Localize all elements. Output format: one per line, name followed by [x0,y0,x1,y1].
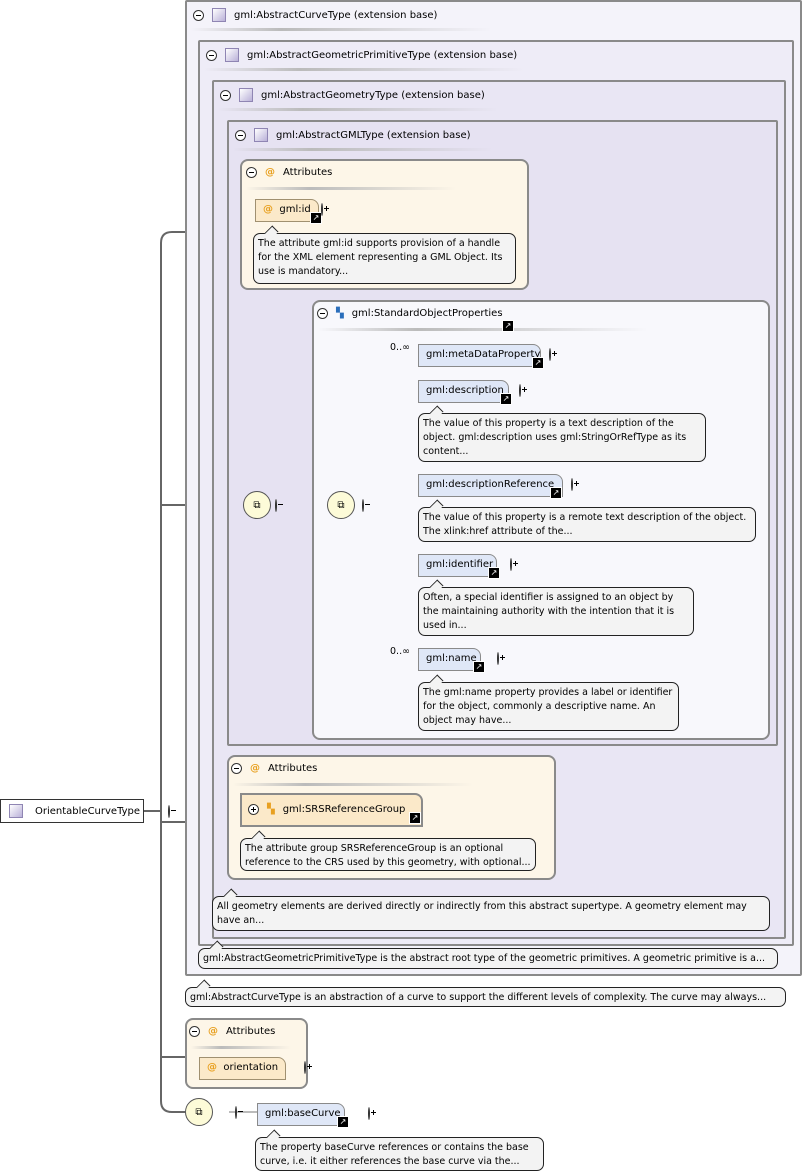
attribute-icon: @ [250,763,260,774]
link-icon[interactable]: ↗ [473,661,485,673]
doc-tooltip: gml:AbstractCurveType is an abstraction … [185,987,786,1007]
complex-type-icon [212,8,226,22]
attributes-title: Attributes [268,763,318,774]
link-icon[interactable]: ↗ [502,320,514,332]
doc-tooltip: The property baseCurve references or con… [255,1137,544,1171]
group-label: gml:StandardObjectProperties [351,308,503,319]
base-label: gml:AbstractGMLType (extension base) [276,129,471,141]
doc-tooltip: Often, a special identifier is assigned … [418,587,694,636]
collapse-icon[interactable] [317,308,328,319]
link-icon[interactable]: ↗ [310,212,322,224]
group-icon: ▚ [336,308,344,319]
expand-icon[interactable] [549,348,551,361]
link-icon[interactable]: ↗ [488,567,500,579]
link-icon[interactable]: ↗ [500,393,512,405]
collapse-icon[interactable] [220,89,231,101]
doc-tooltip: All geometry elements are derived direct… [212,896,770,931]
cardinality: 0..∞ [390,342,410,353]
expand-icon[interactable] [368,1107,370,1120]
expand-icon[interactable] [321,203,323,216]
attribute-name: gml:SRSReferenceGroup [282,804,406,815]
element-basecurve[interactable]: gml:baseCurve [257,1103,345,1126]
attribute-name: gml:id [279,204,311,215]
doc-tooltip: The attribute group SRSReferenceGroup is… [240,838,536,871]
doc-tooltip: The value of this property is a remote t… [418,507,756,542]
expand-icon[interactable] [248,804,259,815]
collapse-icon[interactable] [235,129,246,141]
complex-type-icon [254,128,268,142]
collapse-icon[interactable] [362,499,364,512]
expand-icon[interactable] [510,558,512,571]
attribute-name: orientation [223,1062,279,1073]
doc-tooltip: gml:AbstractGeometricPrimitiveType is th… [198,948,778,969]
element-identifier[interactable]: gml:identifier [418,554,497,577]
root-label: OrientableCurveType [35,805,141,817]
attribute-icon: @ [208,1026,218,1037]
doc-tooltip: The gml:name property provides a label o… [418,682,679,731]
link-icon[interactable]: ↗ [532,357,544,369]
element-name[interactable]: gml:name [418,648,481,671]
expand-icon[interactable] [497,652,499,665]
attribute-orientation[interactable]: @ orientation [199,1057,286,1080]
attribute-group-icon: ▚ [267,804,275,815]
root-complex-type[interactable]: OrientableCurveType [0,799,144,823]
element-description[interactable]: gml:description [418,380,509,403]
attribute-icon: @ [263,204,273,215]
doc-tooltip: The value of this property is a text des… [418,413,706,462]
sequence-icon[interactable]: ⧉ [327,491,355,519]
collapse-icon[interactable] [193,9,204,21]
attributes-title: Attributes [283,167,333,178]
link-icon[interactable]: ↗ [550,487,562,499]
complex-type-icon [225,48,239,62]
expand-icon[interactable] [304,1061,306,1074]
expand-icon[interactable] [519,384,521,397]
collapse-icon[interactable] [189,1026,200,1037]
complex-type-icon [9,804,23,818]
collapse-icon[interactable] [168,805,170,818]
link-icon[interactable]: ↗ [409,812,421,824]
element-descriptionreference[interactable]: gml:descriptionReference [418,474,563,497]
attribute-icon: @ [207,1062,217,1073]
base-label: gml:AbstractGeometryType (extension base… [261,89,485,101]
expand-icon[interactable] [571,478,573,491]
base-label: gml:AbstractGeometricPrimitiveType (exte… [247,49,518,61]
attribute-icon: @ [265,167,275,178]
doc-tooltip: The attribute gml:id supports provision … [253,233,516,284]
attribute-gml-id[interactable]: @ gml:id [255,199,319,222]
sequence-icon[interactable]: ⧉ [185,1098,213,1126]
collapse-icon[interactable] [206,49,217,61]
base-label: gml:AbstractCurveType (extension base) [234,9,438,21]
complex-type-icon [239,88,253,102]
link-icon[interactable]: ↗ [337,1116,349,1128]
collapse-icon[interactable] [231,763,242,774]
attribute-group-srsreferencegroup[interactable]: ▚ gml:SRSReferenceGroup [240,793,423,827]
sequence-icon[interactable]: ⧉ [243,491,271,519]
collapse-icon[interactable] [246,167,257,178]
collapse-icon[interactable] [275,499,277,512]
cardinality: 0..∞ [390,646,410,657]
attributes-title: Attributes [226,1026,276,1037]
collapse-icon[interactable] [235,1106,237,1119]
element-metadataproperty[interactable]: gml:metaDataProperty [418,344,541,367]
